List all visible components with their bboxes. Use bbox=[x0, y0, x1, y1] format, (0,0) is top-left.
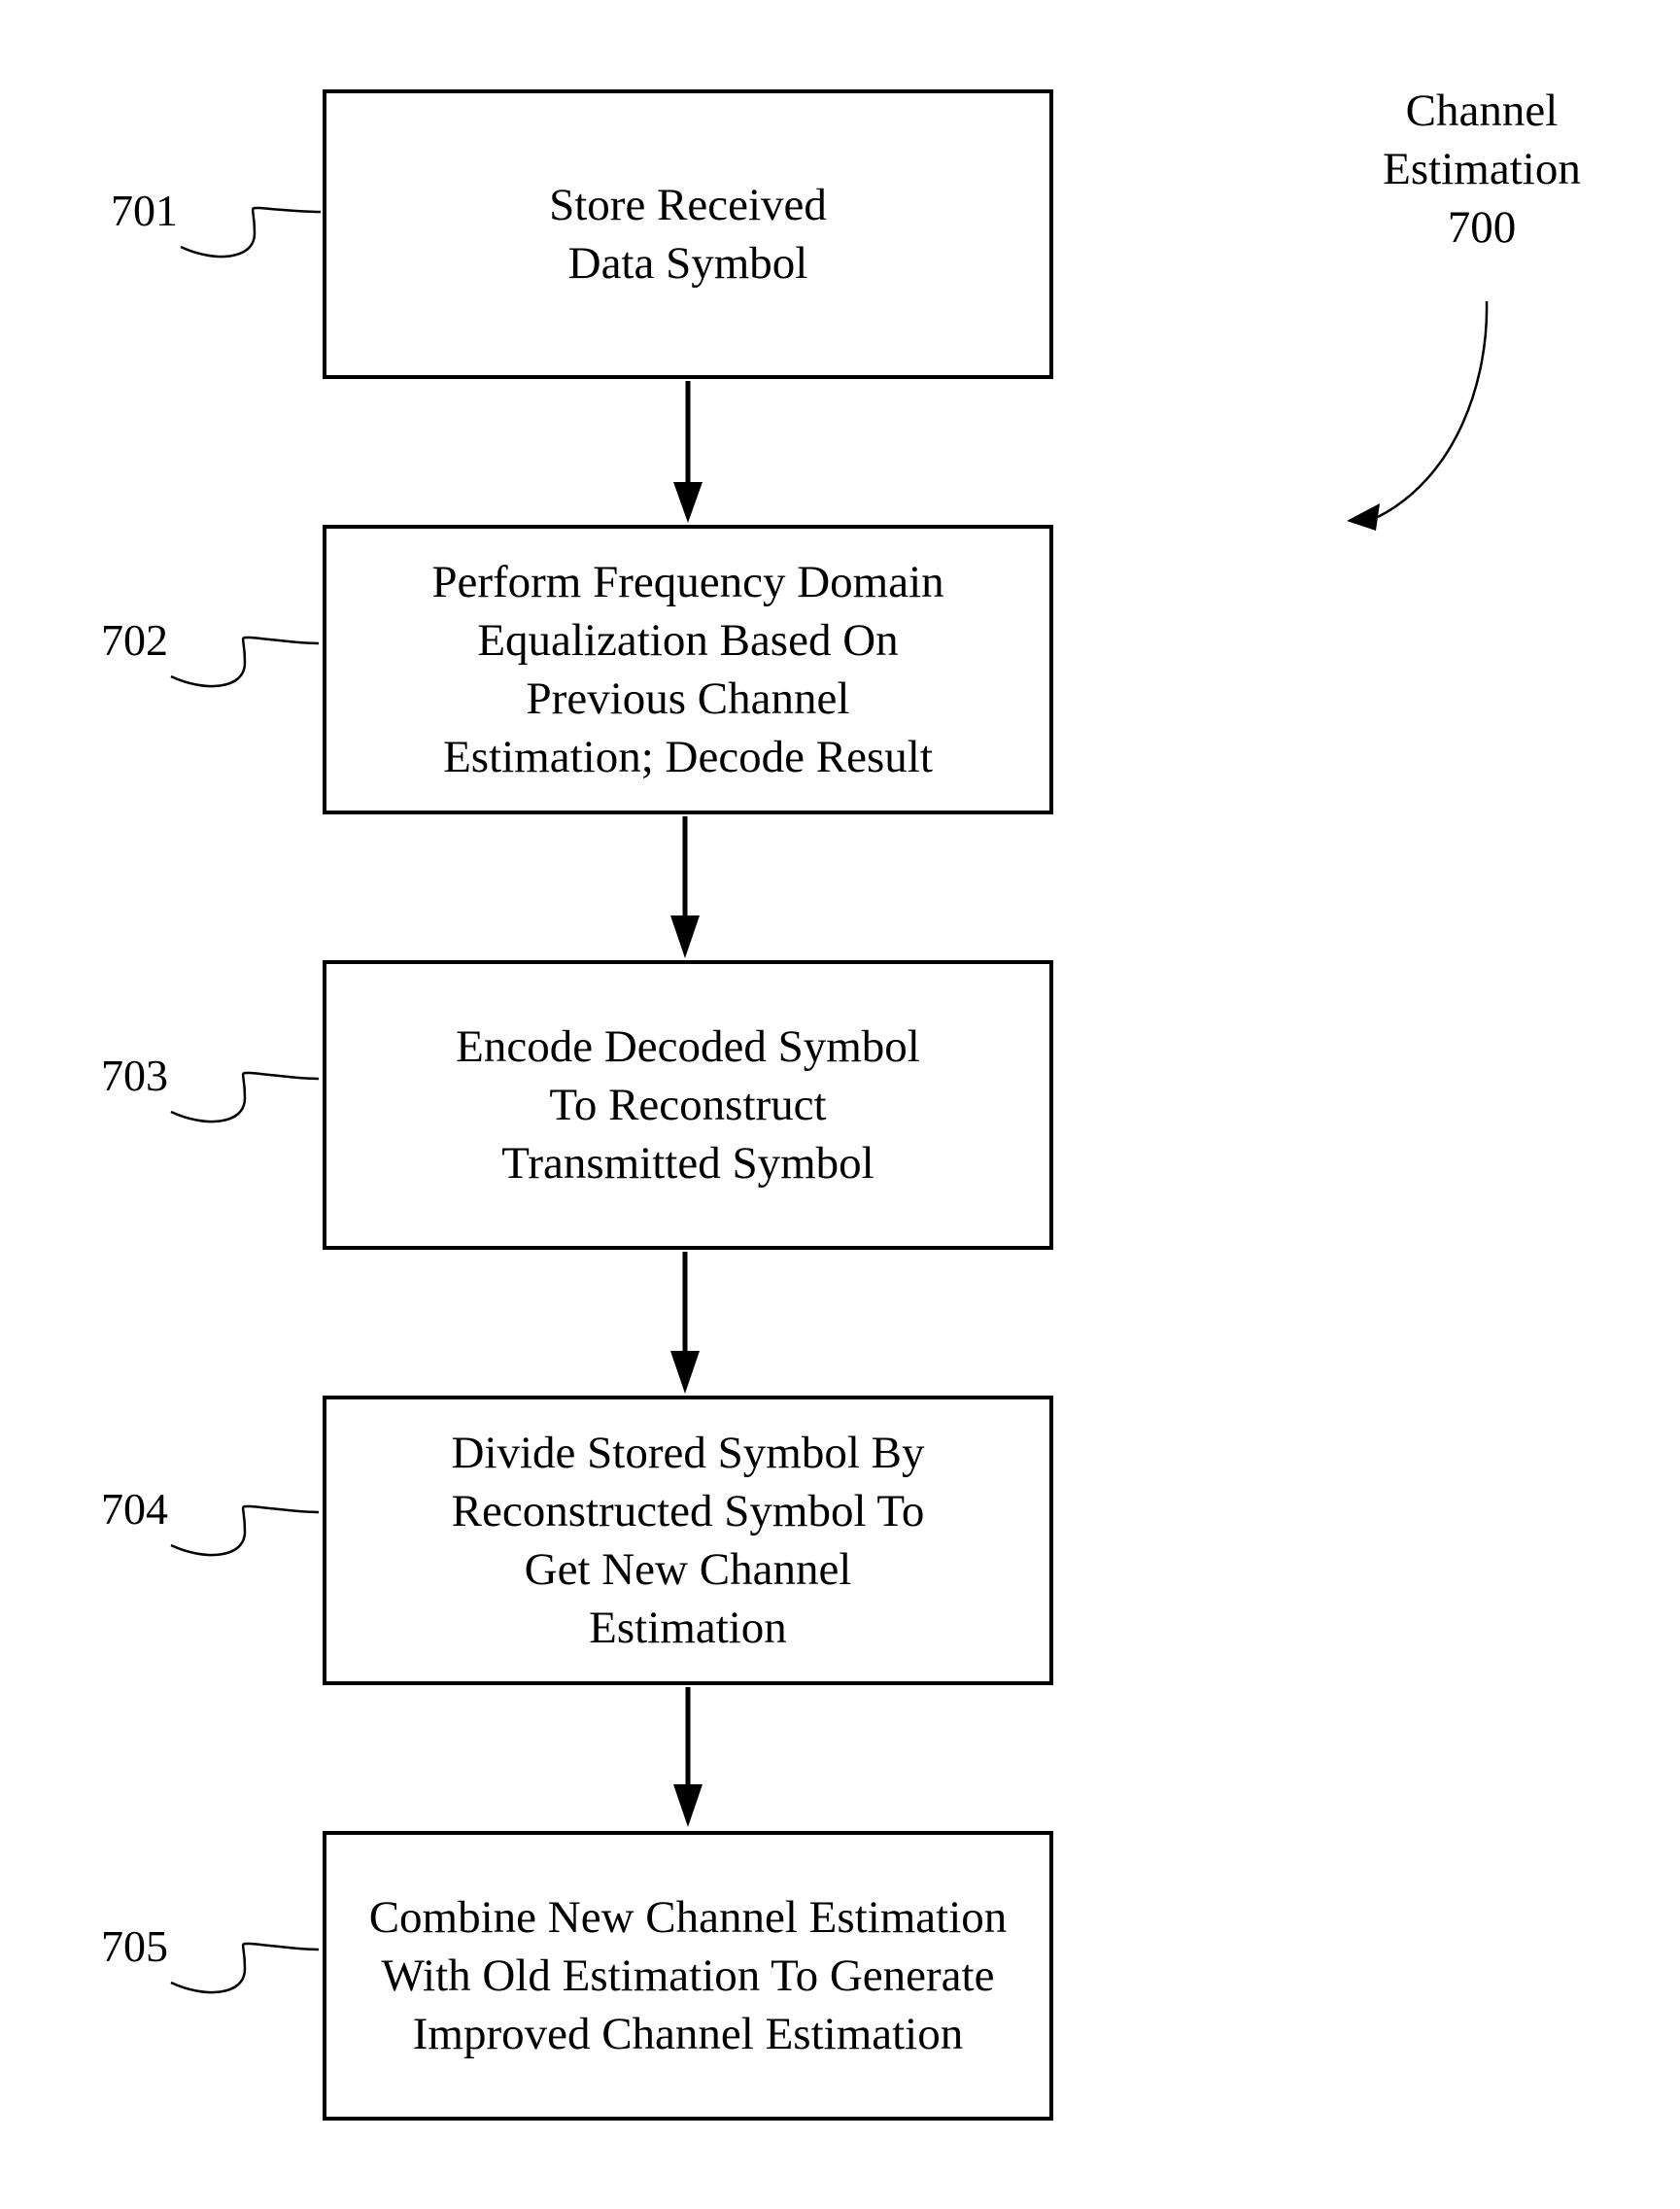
title-pointer-curve bbox=[1378, 301, 1487, 517]
step-box-704: Divide Stored Symbol By Reconstructed Sy… bbox=[323, 1396, 1053, 1685]
flow-arrowhead-703-704 bbox=[670, 1351, 700, 1394]
step-text-705: Combine New Channel Estimation With Old … bbox=[360, 1888, 1017, 2063]
step-box-701: Store Received Data Symbol bbox=[323, 89, 1053, 379]
step-text-703: Encode Decoded Symbol To Reconstruct Tra… bbox=[446, 1018, 930, 1192]
leader-line-702 bbox=[171, 638, 319, 686]
leader-line-703 bbox=[171, 1073, 319, 1122]
step-text-702: Perform Frequency Domain Equalization Ba… bbox=[422, 553, 953, 786]
step-box-703: Encode Decoded Symbol To Reconstruct Tra… bbox=[323, 960, 1053, 1250]
step-box-705: Combine New Channel Estimation With Old … bbox=[323, 1831, 1053, 2121]
title-pointer-arrowhead bbox=[1347, 503, 1380, 531]
flow-arrowhead-701-702 bbox=[673, 482, 703, 523]
step-text-701: Store Received Data Symbol bbox=[539, 176, 837, 293]
ref-label-703: 703 bbox=[101, 1052, 168, 1100]
ref-label-701: 701 bbox=[111, 187, 178, 235]
leader-line-701 bbox=[181, 208, 321, 257]
ref-label-702: 702 bbox=[101, 616, 168, 665]
ref-label-705: 705 bbox=[101, 1922, 168, 1971]
leader-line-705 bbox=[171, 1944, 319, 1992]
step-box-702: Perform Frequency Domain Equalization Ba… bbox=[323, 525, 1053, 814]
flow-arrowhead-702-703 bbox=[670, 915, 700, 958]
flow-arrowhead-704-705 bbox=[673, 1784, 703, 1827]
ref-label-704: 704 bbox=[101, 1485, 168, 1534]
leader-line-704 bbox=[171, 1506, 319, 1555]
step-text-704: Divide Stored Symbol By Reconstructed Sy… bbox=[442, 1424, 935, 1657]
